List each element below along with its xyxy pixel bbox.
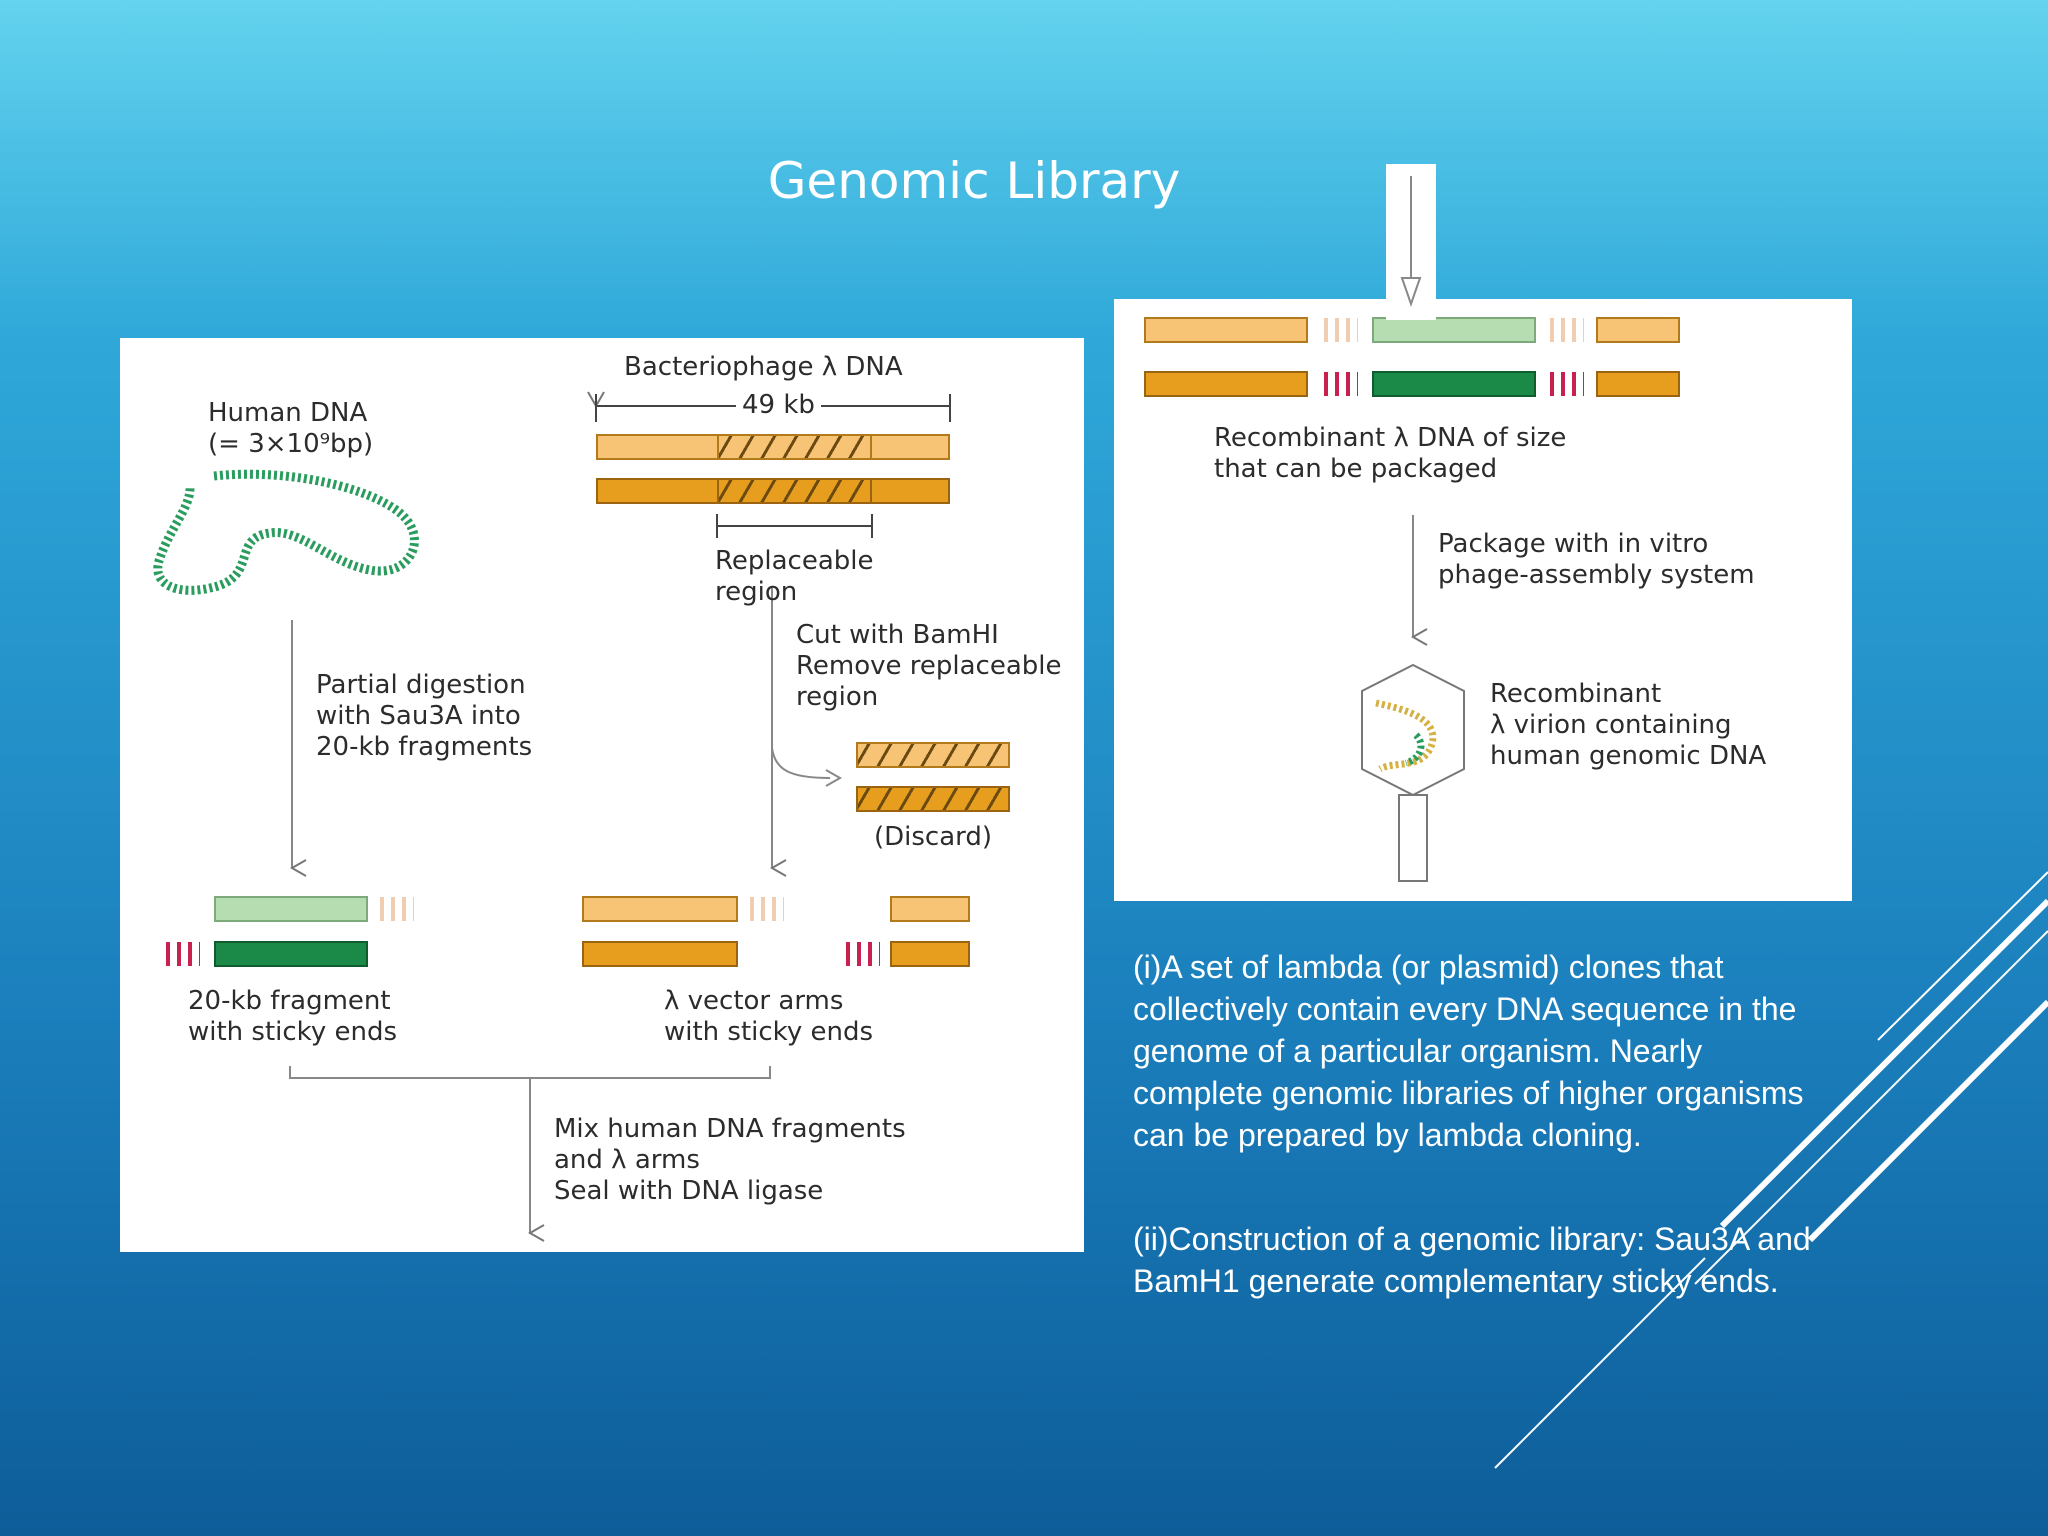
recomb-sticky-2 — [1546, 318, 1584, 342]
recomb-left-arm-light — [1144, 317, 1308, 343]
virion-dna — [1375, 699, 1437, 773]
packaging-arrows — [1361, 515, 1465, 882]
right-arm-light — [890, 896, 970, 922]
slide-title: Genomic Library — [767, 152, 1181, 210]
recomb-sticky-1 — [1320, 318, 1358, 342]
phage-dna-label: Bacteriophage λ DNA — [624, 352, 903, 382]
recomb-right-arm-dark — [1596, 371, 1680, 397]
left-arm-light — [582, 896, 738, 922]
replaceable-region-dark — [717, 478, 872, 504]
mix-label: Mix human DNA fragments and λ arms Seal … — [554, 1114, 906, 1206]
human-fragment-light — [214, 896, 368, 922]
virion-tail — [1398, 794, 1428, 882]
recomb-insert-dark — [1372, 371, 1536, 397]
arm-sticky-end-light — [746, 897, 784, 921]
note-definition: (i)A set of lambda (or plasmid) clones t… — [1133, 949, 1804, 1153]
sticky-end-dark — [162, 942, 200, 966]
discard-fragment-light — [856, 742, 1010, 768]
recomb-right-arm-light — [1596, 317, 1680, 343]
recomb-sticky-4 — [1546, 372, 1584, 396]
vector-arms-label: λ vector arms with sticky ends — [664, 986, 873, 1047]
sticky-end-light — [376, 897, 414, 921]
discard-fragment-dark — [856, 786, 1010, 812]
replaceable-label: Replaceable region — [715, 546, 874, 607]
recomb-insert-light — [1372, 317, 1536, 343]
virion-label: Recombinant λ virion containing human ge… — [1490, 679, 1767, 771]
connector-arrow — [1386, 164, 1436, 320]
cut-bamhi-label: Cut with BamHI Remove replaceable region — [796, 620, 1062, 712]
recomb-sticky-3 — [1320, 372, 1358, 396]
recombinant-dna-label: Recombinant λ DNA of size that can be pa… — [1214, 423, 1567, 484]
arm-sticky-end-dark — [842, 942, 880, 966]
left-arm-dark — [582, 941, 738, 967]
length-label: 49 kb — [736, 390, 821, 421]
note-construction: (ii)Construction of a genomic library: S… — [1133, 1221, 1811, 1299]
human-fragment-dark — [214, 941, 368, 967]
replaceable-region-light — [717, 434, 872, 460]
human-dna-coil — [153, 469, 419, 595]
diagram-arrows — [153, 391, 951, 1242]
packaging-diagram: Recombinant λ DNA of size that can be pa… — [1114, 299, 1852, 901]
human-dna-label: Human DNA (= 3×10⁹bp) — [208, 398, 374, 459]
partial-digestion-label: Partial digestion with Sau3A into 20-kb … — [316, 670, 533, 762]
fragment-label: 20-kb fragment with sticky ends — [188, 986, 397, 1047]
virion-head — [1361, 663, 1465, 797]
right-arm-dark — [890, 941, 970, 967]
discard-label: (Discard) — [874, 822, 993, 852]
recomb-left-arm-dark — [1144, 371, 1308, 397]
package-label: Package with in vitro phage-assembly sys… — [1438, 529, 1755, 590]
lambda-cloning-diagram: Human DNA (= 3×10⁹bp) Bacteriophage λ DN… — [120, 338, 1084, 1252]
